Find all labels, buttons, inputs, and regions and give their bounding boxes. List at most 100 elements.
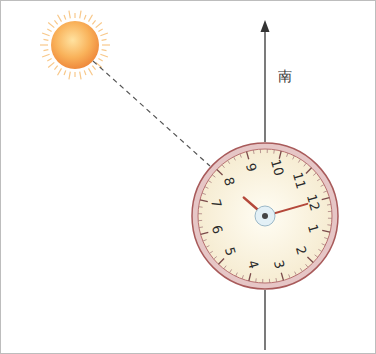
tick-mark — [202, 193, 206, 194]
tick-mark — [201, 232, 209, 234]
tick-mark — [205, 187, 209, 189]
sun-ray — [54, 66, 57, 70]
tick-mark — [287, 153, 288, 157]
tick-mark — [255, 278, 257, 282]
tick-mark — [269, 279, 270, 283]
tick-mark — [306, 168, 312, 174]
clock-rim — [192, 143, 338, 289]
tick-mark — [273, 150, 275, 154]
sun-ray — [84, 70, 86, 75]
tick-mark — [203, 240, 207, 241]
sun-ray — [43, 39, 48, 41]
tick-mark — [322, 198, 330, 200]
tick-mark — [262, 279, 263, 283]
tick-mark — [300, 268, 302, 271]
tick-mark — [217, 169, 223, 175]
tick-mark — [323, 191, 327, 192]
sun-ray — [80, 11, 81, 19]
tick-mark — [209, 251, 212, 253]
sun-ray — [74, 72, 75, 77]
tick-mark — [327, 204, 331, 206]
tick-mark — [328, 211, 332, 212]
sun-ray — [98, 29, 102, 32]
sun-ray — [74, 13, 75, 18]
tick-mark — [295, 272, 297, 276]
sun-ray — [84, 15, 86, 20]
sun-ray — [42, 33, 50, 36]
sun-ray — [96, 23, 102, 28]
tick-mark — [199, 226, 203, 228]
tick-mark — [249, 273, 251, 281]
sun-ray — [102, 39, 107, 41]
sun-ray — [100, 33, 108, 36]
sun-rays — [40, 11, 110, 80]
tick-mark — [222, 165, 225, 168]
sun-ray — [98, 59, 102, 62]
tick-mark — [228, 160, 230, 163]
clock-face — [198, 149, 332, 283]
clock-ticks — [198, 149, 332, 283]
arrow-head — [261, 20, 270, 32]
sun-ray — [64, 70, 66, 75]
tick-mark — [198, 213, 202, 214]
sun-ray — [80, 72, 81, 80]
tick-mark — [229, 269, 231, 272]
tick-mark — [315, 255, 318, 257]
south-arrow — [264, 30, 265, 142]
tick-mark — [321, 185, 325, 187]
tick-mark — [253, 150, 255, 154]
tick-mark — [324, 238, 328, 239]
sun-ray — [69, 72, 70, 80]
tick-mark — [208, 180, 211, 182]
tick-mark — [214, 256, 217, 259]
tick-mark — [327, 224, 331, 226]
sun-ray — [48, 23, 54, 28]
sun-ray — [42, 54, 50, 57]
tick-mark — [242, 275, 243, 279]
tick-mark — [281, 273, 283, 281]
tick-mark — [322, 230, 330, 232]
sun-ray — [102, 49, 107, 51]
tick-mark — [307, 257, 313, 263]
tick-mark — [206, 246, 210, 248]
tick-mark — [328, 218, 332, 219]
tick-mark — [298, 159, 300, 162]
tick-mark — [267, 149, 268, 153]
sun-ray — [48, 62, 54, 67]
direction-label: 南 — [278, 69, 292, 83]
sun-ray — [54, 20, 57, 24]
sun-ray — [92, 20, 95, 24]
sun-ray — [58, 15, 62, 22]
tick-mark — [260, 149, 261, 153]
sun-ray — [89, 68, 93, 75]
tick-mark — [198, 220, 202, 221]
tick-mark — [304, 163, 306, 166]
tick-mark — [318, 249, 321, 251]
north-line — [264, 290, 265, 350]
sun-ray — [47, 59, 51, 62]
hub — [255, 206, 275, 226]
tick-mark — [240, 154, 241, 158]
hour-number: 12 — [305, 192, 322, 211]
tick-mark — [224, 266, 226, 269]
hour-number: 10 — [269, 158, 286, 177]
tick-mark — [293, 156, 295, 160]
tick-mark — [234, 157, 236, 161]
tick-mark — [212, 175, 215, 177]
sun-ray — [92, 66, 95, 70]
hub-pin — [262, 213, 268, 219]
sun-ray — [89, 15, 93, 22]
sun-ray — [64, 15, 66, 20]
sun-ray — [100, 54, 108, 57]
tick-mark — [305, 264, 308, 267]
sun-ray — [96, 62, 102, 67]
tick-mark — [218, 258, 224, 264]
tick-mark — [317, 179, 320, 181]
sun-ray — [47, 29, 51, 32]
tick-mark — [275, 278, 277, 282]
sun-ray — [40, 44, 48, 45]
tick-mark — [199, 206, 203, 208]
tick-mark — [236, 273, 238, 277]
